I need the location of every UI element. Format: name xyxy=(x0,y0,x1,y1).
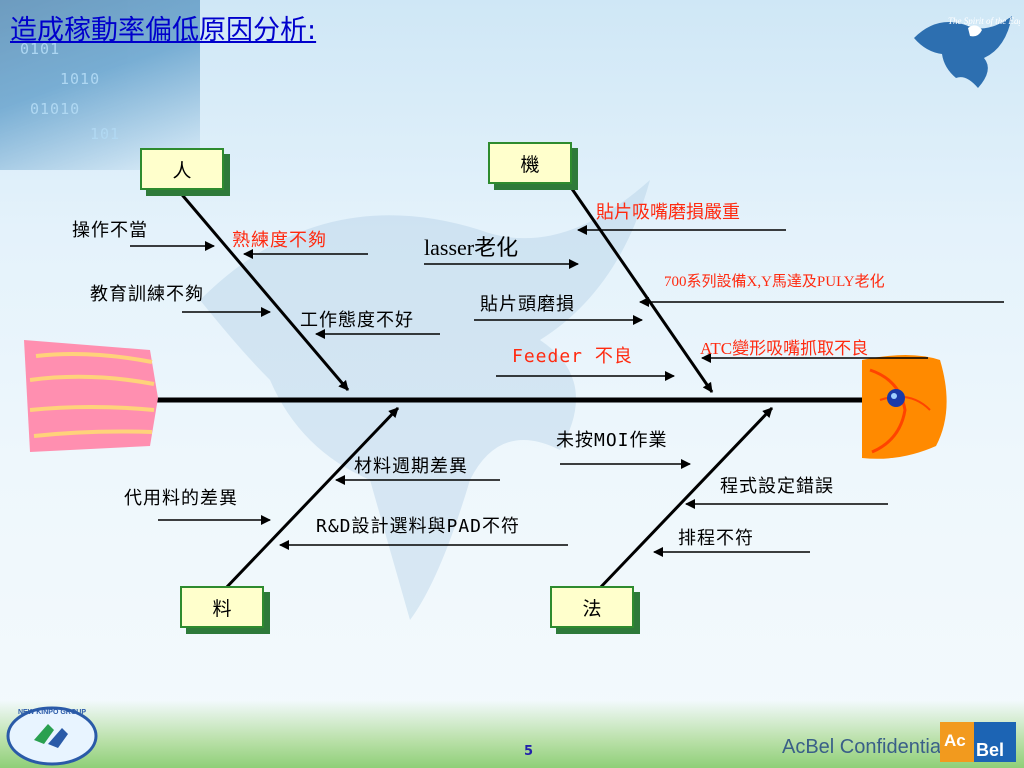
category-material-box: 料 xyxy=(180,586,264,628)
cause-moi-not-followed: 未按MOI作業 xyxy=(556,430,668,451)
cause-schedule-mismatch: 排程不符 xyxy=(678,528,754,549)
newkinpo-logo: NEW KINPO GROUP xyxy=(6,706,98,766)
cause-atc-deform: ATC變形吸嘴抓取不良 xyxy=(700,339,869,358)
fish-head-shape xyxy=(862,355,947,459)
eagle-logo: The Spirit of the Eagle xyxy=(914,16,1020,88)
confidential-label: AcBel Confidential xyxy=(782,736,946,758)
binary-code-decoration: 0101 1010 01010 101 xyxy=(0,0,200,170)
bone-material xyxy=(222,406,400,592)
cause-substitute-diff: 代用料的差異 xyxy=(124,488,238,509)
cause-improper-operation: 操作不當 xyxy=(72,220,148,241)
cause-batch-diff: 材料週期差異 xyxy=(354,456,468,477)
acbel-bel-text: Bel xyxy=(976,740,1004,760)
cause-equipment-aging: 700系列設備X,Y馬達及PULY老化 xyxy=(664,274,885,290)
cause-insufficient-training: 教育訓練不夠 xyxy=(90,284,204,305)
category-people-box: 人 xyxy=(140,148,224,190)
acbel-ac-text: Ac xyxy=(944,731,966,750)
cause-head-wear: 貼片頭磨損 xyxy=(480,294,575,315)
page-title: 造成稼動率偏低原因分析: xyxy=(10,15,317,46)
fish-tail-shape xyxy=(24,340,158,452)
cause-not-skilled: 熟練度不夠 xyxy=(232,230,327,251)
cause-rd-mismatch: R&D設計選料與PAD不符 xyxy=(316,516,521,537)
page-number: 5 xyxy=(524,744,534,759)
bone-machine xyxy=(568,185,714,393)
category-machine-box: 機 xyxy=(488,142,572,184)
category-method-box: 法 xyxy=(550,586,634,628)
newkinpo-text: NEW KINPO GROUP xyxy=(18,709,86,716)
eagle-slogan: The Spirit of the Eagle xyxy=(948,16,1020,26)
cause-laser-aging: lasser老化 xyxy=(424,235,519,260)
cause-work-attitude: 工作態度不好 xyxy=(300,310,414,331)
cause-program-error: 程式設定錯誤 xyxy=(720,476,834,497)
cause-nozzle-wear: 貼片吸嘴磨損嚴重 xyxy=(596,202,740,222)
footer-band xyxy=(0,700,1024,768)
cause-feeder-bad: Feeder 不良 xyxy=(512,346,633,367)
bone-people xyxy=(176,189,350,391)
acbel-logo: Ac Bel xyxy=(940,722,1016,762)
